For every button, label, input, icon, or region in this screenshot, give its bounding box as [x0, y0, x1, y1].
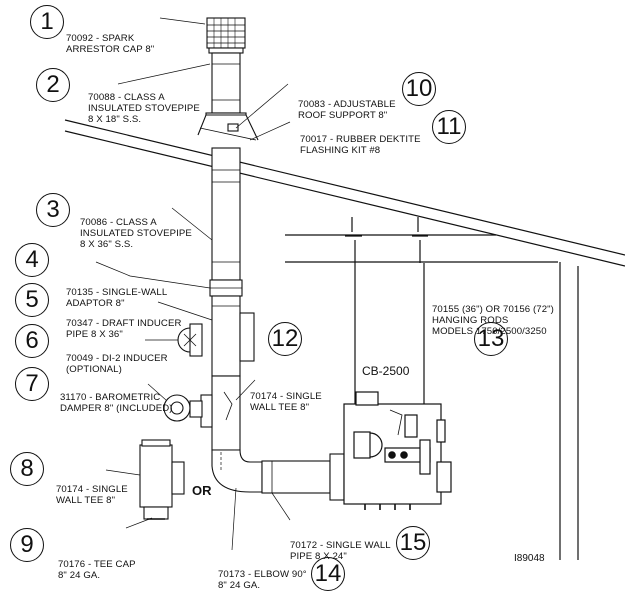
- alternate-tee: [139, 439, 185, 520]
- roof-line: [64, 119, 625, 256]
- single-wall-tee-12: [200, 375, 241, 451]
- spark-arrestor-cap: [206, 17, 246, 54]
- barometric-damper: [163, 394, 203, 422]
- roof-line-under: [64, 130, 625, 267]
- callout-number-11: 11: [432, 110, 466, 144]
- single-wall-adaptor: [209, 279, 243, 297]
- roof-support: [197, 112, 259, 141]
- callout-number-14: 14: [311, 557, 345, 591]
- callout-number-15: 15: [396, 526, 430, 560]
- cb2500-unit: [343, 391, 452, 510]
- callout-number-4: 4: [15, 243, 49, 277]
- callout-number-8: 8: [10, 452, 44, 486]
- draft-inducer-pipe: [211, 295, 255, 377]
- callout-number-5: 5: [15, 283, 49, 317]
- stovepipe-18: [211, 52, 241, 114]
- callout-number-2: 2: [36, 68, 70, 102]
- callout-number-13: 13: [474, 322, 508, 356]
- or-label: OR: [192, 483, 212, 498]
- callout-number-6: 6: [15, 324, 49, 358]
- callout-label-6: 70049 - DI-2 INDUCER(OPTIONAL): [66, 353, 168, 375]
- unit-label: CB-2500: [362, 364, 410, 378]
- callout-number-9: 9: [10, 528, 44, 562]
- rod-brackets: [354, 240, 421, 263]
- callout-number-12: 12: [268, 322, 302, 356]
- stovepipe-36: [211, 147, 241, 281]
- single-wall-pipe-24: [261, 453, 345, 501]
- drawing-id: I89048: [514, 553, 545, 564]
- callout-number-1: 1: [30, 5, 64, 39]
- callout-number-7: 7: [15, 367, 49, 401]
- elbow-90: [211, 449, 263, 493]
- callout-label-14: 70173 - ELBOW 90°8" 24 GA.: [218, 569, 307, 591]
- callout-number-3: 3: [36, 193, 70, 227]
- callout-number-10: 10: [402, 72, 436, 106]
- di2-inducer: [177, 323, 203, 357]
